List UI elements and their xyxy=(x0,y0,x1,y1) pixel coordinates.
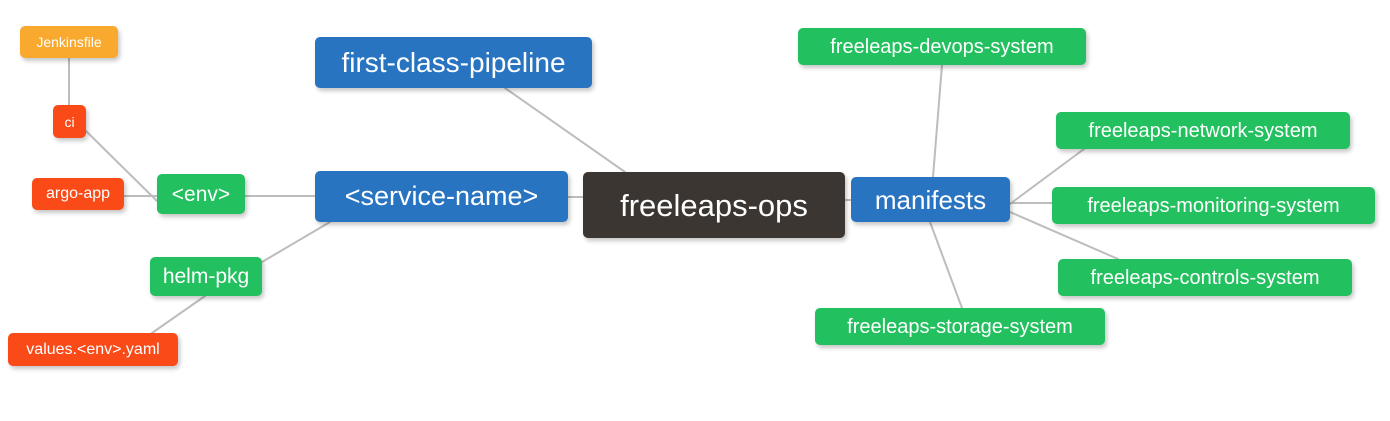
node-helm-pkg[interactable]: helm-pkg xyxy=(150,257,262,296)
node-values-yaml[interactable]: values.<env>.yaml xyxy=(8,333,178,366)
node-service-name[interactable]: <service-name> xyxy=(315,171,568,222)
node-freeleaps-network-system[interactable]: freeleaps-network-system xyxy=(1056,112,1350,149)
node-manifests[interactable]: manifests xyxy=(851,177,1010,222)
node-label: first-class-pipeline xyxy=(341,46,566,78)
node-label: values.<env>.yaml xyxy=(26,340,160,358)
node-freeleaps-devops-system[interactable]: freeleaps-devops-system xyxy=(798,28,1086,65)
node-freeleaps-ops[interactable]: freeleaps-ops xyxy=(583,172,845,238)
node-first-class-pipeline[interactable]: first-class-pipeline xyxy=(315,37,592,88)
node-label: freeleaps-storage-system xyxy=(847,315,1073,338)
edge-freeleaps-devops-system-to-manifests xyxy=(932,64,943,178)
edge-helm-pkg-to-service-name xyxy=(261,221,331,263)
node-label: <env> xyxy=(171,182,231,206)
node-ci[interactable]: ci xyxy=(53,105,86,138)
node-label: argo-app xyxy=(45,185,111,202)
node-label: freeleaps-monitoring-system xyxy=(1087,194,1340,217)
node-label: freeleaps-ops xyxy=(620,187,808,223)
node-label: freeleaps-devops-system xyxy=(830,35,1054,58)
node-label: helm-pkg xyxy=(162,265,250,288)
node-label: freeleaps-network-system xyxy=(1088,119,1318,142)
node-label: freeleaps-controls-system xyxy=(1090,266,1320,289)
node-label: manifests xyxy=(874,184,987,215)
node-freeleaps-controls-system[interactable]: freeleaps-controls-system xyxy=(1058,259,1352,296)
node-env[interactable]: <env> xyxy=(157,174,245,214)
edge-freeleaps-storage-system-to-manifests xyxy=(929,221,963,309)
node-freeleaps-monitoring-system[interactable]: freeleaps-monitoring-system xyxy=(1052,187,1375,224)
node-label: ci xyxy=(64,113,75,130)
node-label: <service-name> xyxy=(344,181,539,211)
edge-first-class-pipeline-to-freeleaps-ops xyxy=(504,87,626,173)
edge-values-yaml-to-helm-pkg xyxy=(151,295,206,334)
node-jenkinsfile[interactable]: Jenkinsfile xyxy=(20,26,118,58)
node-freeleaps-storage-system[interactable]: freeleaps-storage-system xyxy=(815,308,1105,345)
node-argo-app[interactable]: argo-app xyxy=(32,178,124,210)
node-label: Jenkinsfile xyxy=(36,34,102,50)
